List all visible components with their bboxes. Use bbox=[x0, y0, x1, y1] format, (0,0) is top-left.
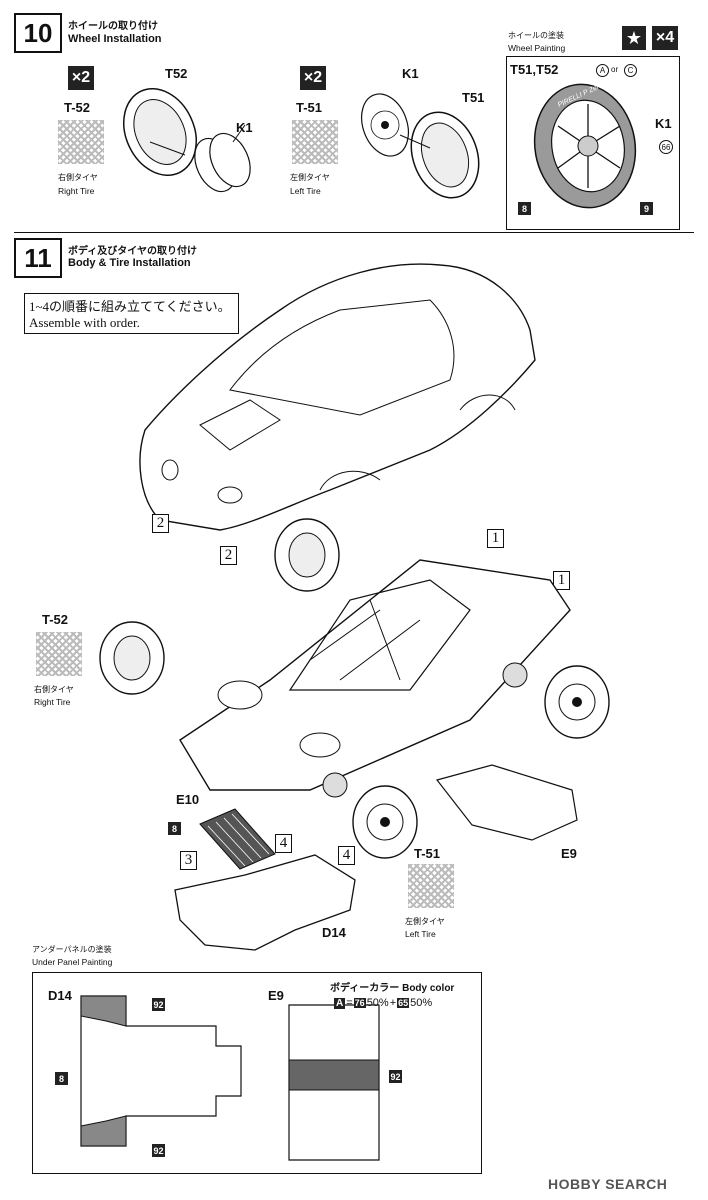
part-d14: D14 bbox=[322, 925, 346, 940]
under-panel-d14: D14 bbox=[48, 988, 72, 1003]
step11-right-tire-en: Right Tire bbox=[34, 697, 71, 707]
tire-rear-left bbox=[544, 665, 610, 739]
step11-left-tire-jp: 左側タイヤ bbox=[405, 917, 445, 926]
e10-part-drawing bbox=[199, 808, 276, 870]
under-panel-title-jp: アンダーパネルの塗装 bbox=[32, 945, 112, 954]
part-t51: T51 bbox=[462, 90, 485, 105]
part-e10: E10 bbox=[176, 792, 200, 807]
formula-p2: 50% bbox=[410, 997, 433, 1009]
e9-part-drawing bbox=[435, 764, 578, 841]
order-label-4a: 4 bbox=[275, 834, 292, 853]
e9-painting-drawing bbox=[288, 1004, 380, 1161]
part-e9: E9 bbox=[561, 846, 577, 861]
part-k1-left: K1 bbox=[402, 66, 419, 81]
step11-right-tire-jp: 右側タイヤ bbox=[34, 685, 74, 694]
d14-color-8: 8 bbox=[55, 1072, 68, 1085]
color-option-c: C bbox=[624, 64, 637, 77]
order-label-3a: 3 bbox=[180, 851, 197, 870]
body-color-formula: A = 76 50% + 65 50% bbox=[334, 997, 432, 1009]
order-label-1b: 1 bbox=[553, 571, 570, 590]
tread-pattern-left bbox=[292, 120, 338, 164]
wheel-painting-box bbox=[506, 56, 680, 230]
tire-code-right: T-52 bbox=[64, 100, 91, 115]
order-label-2a: 2 bbox=[152, 514, 169, 533]
qty-right: ×2 bbox=[68, 66, 94, 90]
right-tire-label-en: Right Tire bbox=[58, 186, 95, 196]
right-tire-drawing bbox=[123, 88, 251, 193]
color-option-or: or bbox=[611, 65, 619, 74]
order-label-2b: 2 bbox=[220, 546, 237, 565]
painting-parts-label: T51,T52 bbox=[510, 62, 559, 77]
step11-right-tread bbox=[36, 632, 82, 676]
formula-eq: = bbox=[346, 997, 353, 1009]
d14-part-drawing bbox=[174, 854, 356, 951]
car-body-drawing bbox=[139, 263, 536, 531]
step-10-number: 10 bbox=[14, 13, 62, 53]
tire-rear-right bbox=[274, 518, 340, 592]
part-t52: T52 bbox=[165, 66, 188, 81]
order-label-1a: 1 bbox=[487, 529, 504, 548]
body-color-en: Body color bbox=[402, 983, 455, 994]
under-panel-title-en: Under Panel Painting bbox=[32, 957, 113, 967]
under-panel-e9: E9 bbox=[268, 988, 284, 1003]
step-11-title-en: Body & Tire Installation bbox=[68, 257, 191, 269]
color-66: 66 bbox=[659, 140, 673, 154]
step-10-title-en: Wheel Installation bbox=[68, 33, 162, 45]
formula-plus: + bbox=[389, 997, 397, 1009]
tread-pattern-right bbox=[58, 120, 104, 164]
formula-c65: 65 bbox=[397, 998, 410, 1008]
d14-color-92-top: 92 bbox=[152, 998, 165, 1011]
tire-front-left bbox=[352, 785, 418, 859]
watermark-logo: HOBBY SEARCH bbox=[548, 1176, 668, 1192]
section-divider bbox=[14, 232, 694, 233]
star-icon: ★ bbox=[622, 26, 646, 50]
d14-painting-drawing bbox=[80, 995, 242, 1147]
formula-c76: 76 bbox=[353, 998, 366, 1008]
assembly-order-note: 1~4の順番に組み立ててください。 Assemble with order. bbox=[24, 293, 239, 334]
qty-left: ×2 bbox=[300, 66, 326, 90]
left-tire-drawing bbox=[361, 93, 480, 199]
color-8: 8 bbox=[518, 202, 531, 215]
color-option-a: A bbox=[596, 64, 609, 77]
tire-code-left: T-51 bbox=[296, 100, 323, 115]
under-panel-box bbox=[32, 972, 482, 1174]
order-label-4b: 4 bbox=[338, 846, 355, 865]
step11-right-tire-code: T-52 bbox=[42, 612, 69, 627]
e10-color-8: 8 bbox=[168, 822, 181, 835]
body-color-jp: ボディーカラー bbox=[330, 983, 400, 994]
step-11-title-jp: ボディ及びタイヤの取り付け bbox=[68, 246, 197, 257]
painting-part-k1: K1 bbox=[655, 116, 672, 131]
d14-color-92-bottom: 92 bbox=[152, 1144, 165, 1157]
color-9: 9 bbox=[640, 202, 653, 215]
chassis-drawing bbox=[179, 559, 571, 798]
step-10-title-jp: ホイールの取り付け bbox=[68, 21, 158, 32]
e9-color-92: 92 bbox=[389, 1070, 402, 1083]
formula-a: A bbox=[334, 997, 346, 1009]
step11-left-tread bbox=[408, 864, 454, 908]
painting-title-jp: ホイールの塗装 bbox=[508, 31, 564, 40]
body-color-title: ボディーカラー Body color bbox=[330, 979, 454, 994]
star-qty: ×4 bbox=[652, 26, 678, 50]
step11-left-tire-code: T-51 bbox=[414, 846, 441, 861]
step-11-number: 11 bbox=[14, 238, 62, 278]
tire-front-right bbox=[99, 621, 165, 695]
formula-p1: 50% bbox=[366, 997, 389, 1009]
step11-left-tire-en: Left Tire bbox=[405, 929, 436, 939]
note-jp: 1~4の順番に組み立ててください。 bbox=[29, 299, 231, 314]
right-tire-label-jp: 右側タイヤ bbox=[58, 173, 98, 182]
left-tire-label-en: Left Tire bbox=[290, 186, 321, 196]
painting-title-en: Wheel Painting bbox=[508, 43, 566, 53]
note-en: Assemble with order. bbox=[29, 315, 140, 330]
left-tire-label-jp: 左側タイヤ bbox=[290, 173, 330, 182]
painted-wheel-drawing bbox=[533, 83, 637, 209]
